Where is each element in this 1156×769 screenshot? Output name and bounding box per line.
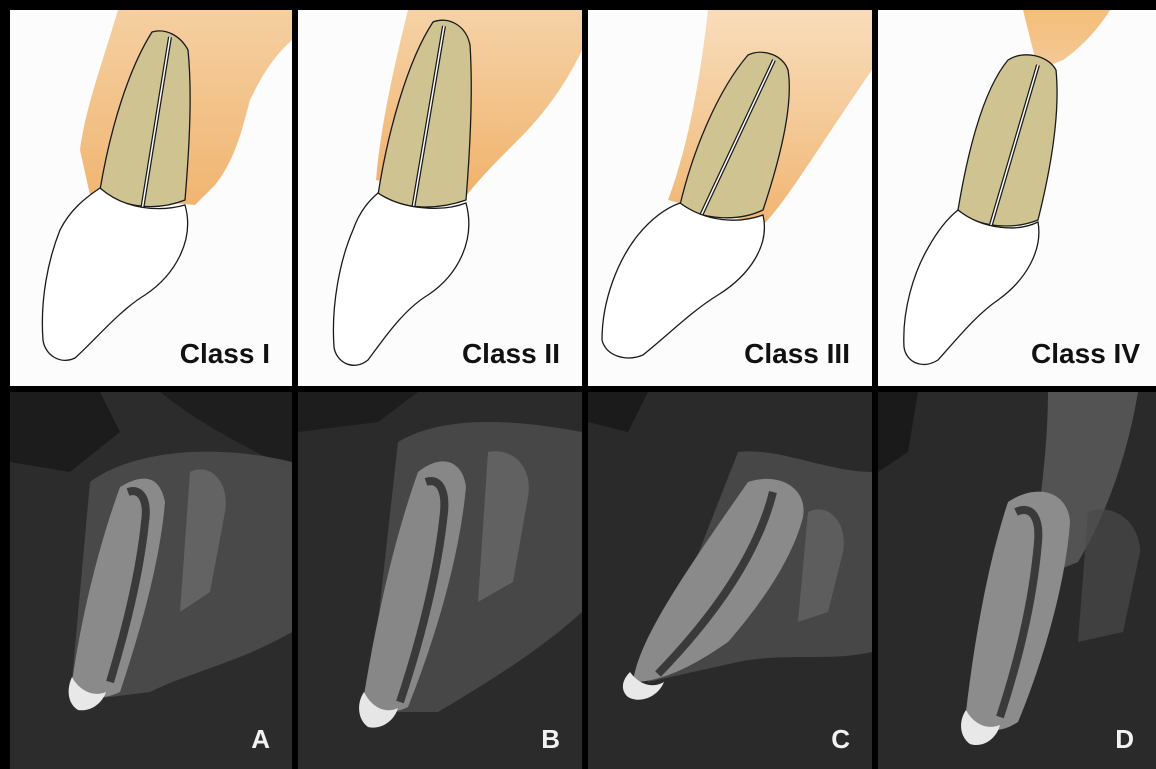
class-i-illustration xyxy=(10,10,292,386)
class-iii-drawing-panel: Class III xyxy=(588,10,872,386)
ct-scan-d-image xyxy=(878,392,1156,769)
panel-letter: A xyxy=(251,724,270,755)
crown-shape xyxy=(42,188,187,360)
root-shape xyxy=(958,55,1057,226)
panel-letter: C xyxy=(831,724,850,755)
ct-scan-d-panel: D xyxy=(878,392,1156,769)
class-ii-illustration xyxy=(298,10,582,386)
ct-scan-a-panel: A xyxy=(10,392,292,769)
ct-scan-a-image xyxy=(10,392,292,769)
class-iv-drawing-panel: Class IV xyxy=(878,10,1156,386)
ct-scan-c-panel: C xyxy=(588,392,872,769)
class-label: Class II xyxy=(462,338,560,370)
class-iv-illustration xyxy=(878,10,1156,386)
ct-scan-c-image xyxy=(588,392,872,769)
class-i-drawing-panel: Class I xyxy=(10,10,292,386)
crown-shape xyxy=(904,210,1039,364)
class-label: Class I xyxy=(180,338,270,370)
class-label: Class IV xyxy=(1031,338,1140,370)
class-ii-drawing-panel: Class II xyxy=(298,10,582,386)
crown-shape xyxy=(602,203,764,358)
ct-scan-b-panel: B xyxy=(298,392,582,769)
panel-letter: D xyxy=(1115,724,1134,755)
ct-scan-b-image xyxy=(298,392,582,769)
class-label: Class III xyxy=(744,338,850,370)
panel-letter: B xyxy=(541,724,560,755)
crown-shape xyxy=(333,193,468,365)
class-iii-illustration xyxy=(588,10,872,386)
